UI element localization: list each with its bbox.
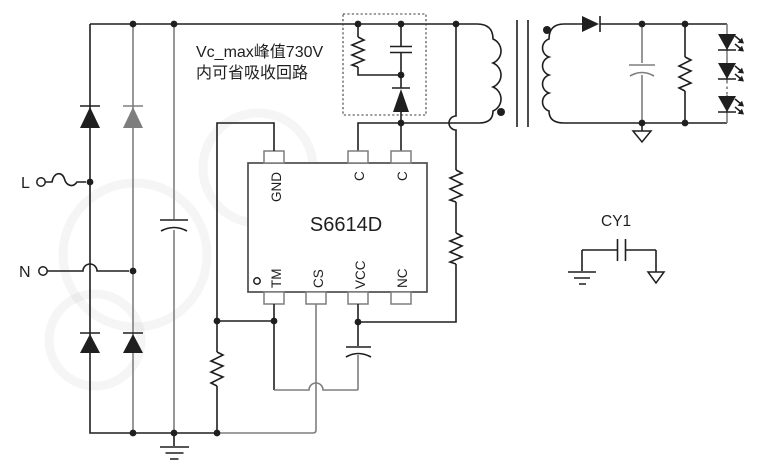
neutral-label: N [19, 264, 31, 281]
led-light-arrow [734, 73, 745, 83]
startup-resistor-chain [358, 24, 465, 323]
annotation-line1: Vc_max峰值730V [196, 43, 323, 61]
y-capacitor [582, 239, 656, 261]
drain-wire [357, 122, 479, 151]
output-diode [582, 16, 727, 32]
gnd-loop-wire [216, 122, 275, 321]
led-light-arrow [734, 98, 745, 108]
pin-nc [390, 291, 412, 305]
vcc-capacitor [345, 304, 372, 390]
bus-capacitor [160, 24, 188, 433]
led-string [718, 24, 745, 123]
bridge-diode-2 [123, 105, 143, 128]
snubber-annotation: Vc_max峰值730V 内可省吸收回路 [196, 43, 323, 82]
annotation-line2: 内可省吸收回路 [196, 64, 308, 82]
pin-c2 [390, 150, 412, 164]
led-1 [718, 34, 745, 53]
y-capacitor-label: CY1 [601, 213, 631, 230]
cy1-chassis-ground [646, 271, 666, 285]
neutral-terminal: N [19, 263, 129, 281]
tm-resistor [209, 321, 225, 433]
transformer [455, 20, 727, 127]
snubber-optional-box [342, 13, 427, 116]
pin-label-vcc: VCC [353, 260, 368, 289]
pin-label-c1: C [352, 171, 367, 181]
load-resistor [677, 24, 693, 123]
led-light-arrow [734, 43, 745, 53]
line-terminal: L [21, 172, 86, 192]
neutral-wire-hop [47, 263, 129, 272]
snubber-diode [392, 75, 410, 123]
pin-label-cs: CS [311, 269, 326, 288]
pin-label-tm: TM [269, 269, 284, 289]
y-capacitor-section: CY1 [568, 213, 666, 285]
primary-ground-symbol [160, 433, 189, 460]
led-light-arrow [734, 65, 745, 75]
junction-dots [86, 20, 689, 437]
snubber-capacitor [390, 24, 412, 75]
fuse [45, 172, 86, 187]
line-label: L [21, 175, 30, 192]
pin-vcc [347, 291, 369, 305]
tm-vcc-link-hop [274, 382, 358, 391]
led-light-arrow [734, 35, 745, 45]
secondary-polarity-dot [543, 26, 551, 34]
pin-label-gnd: GND [269, 172, 284, 202]
output-capacitor [629, 24, 655, 123]
snubber-resistor [349, 24, 401, 76]
bridge-diode-1 [80, 105, 100, 128]
led-3 [718, 96, 745, 116]
pin1-marker [253, 277, 261, 285]
ic-body: S6614D GND C C TM CS VCC NC [247, 150, 428, 305]
bridge-diode-4 [123, 332, 143, 353]
pin-c1 [347, 150, 369, 164]
line-terminal-circle [36, 177, 46, 187]
led-2 [718, 63, 745, 83]
cy1-earth-ground [568, 250, 596, 285]
pin-label-c2: C [395, 171, 410, 181]
transformer-core [516, 20, 529, 127]
neutral-terminal-circle [38, 266, 48, 276]
pin-gnd [263, 150, 285, 164]
pin-cs [305, 291, 327, 305]
ic-name: S6614D [310, 214, 382, 236]
pin-tm [263, 291, 285, 305]
secondary-winding [541, 23, 727, 124]
led-light-arrow [734, 106, 745, 116]
pin-label-nc: NC [395, 268, 410, 288]
primary-polarity-dot [497, 108, 505, 116]
bridge-diode-3 [80, 332, 100, 353]
primary-winding [455, 23, 502, 124]
